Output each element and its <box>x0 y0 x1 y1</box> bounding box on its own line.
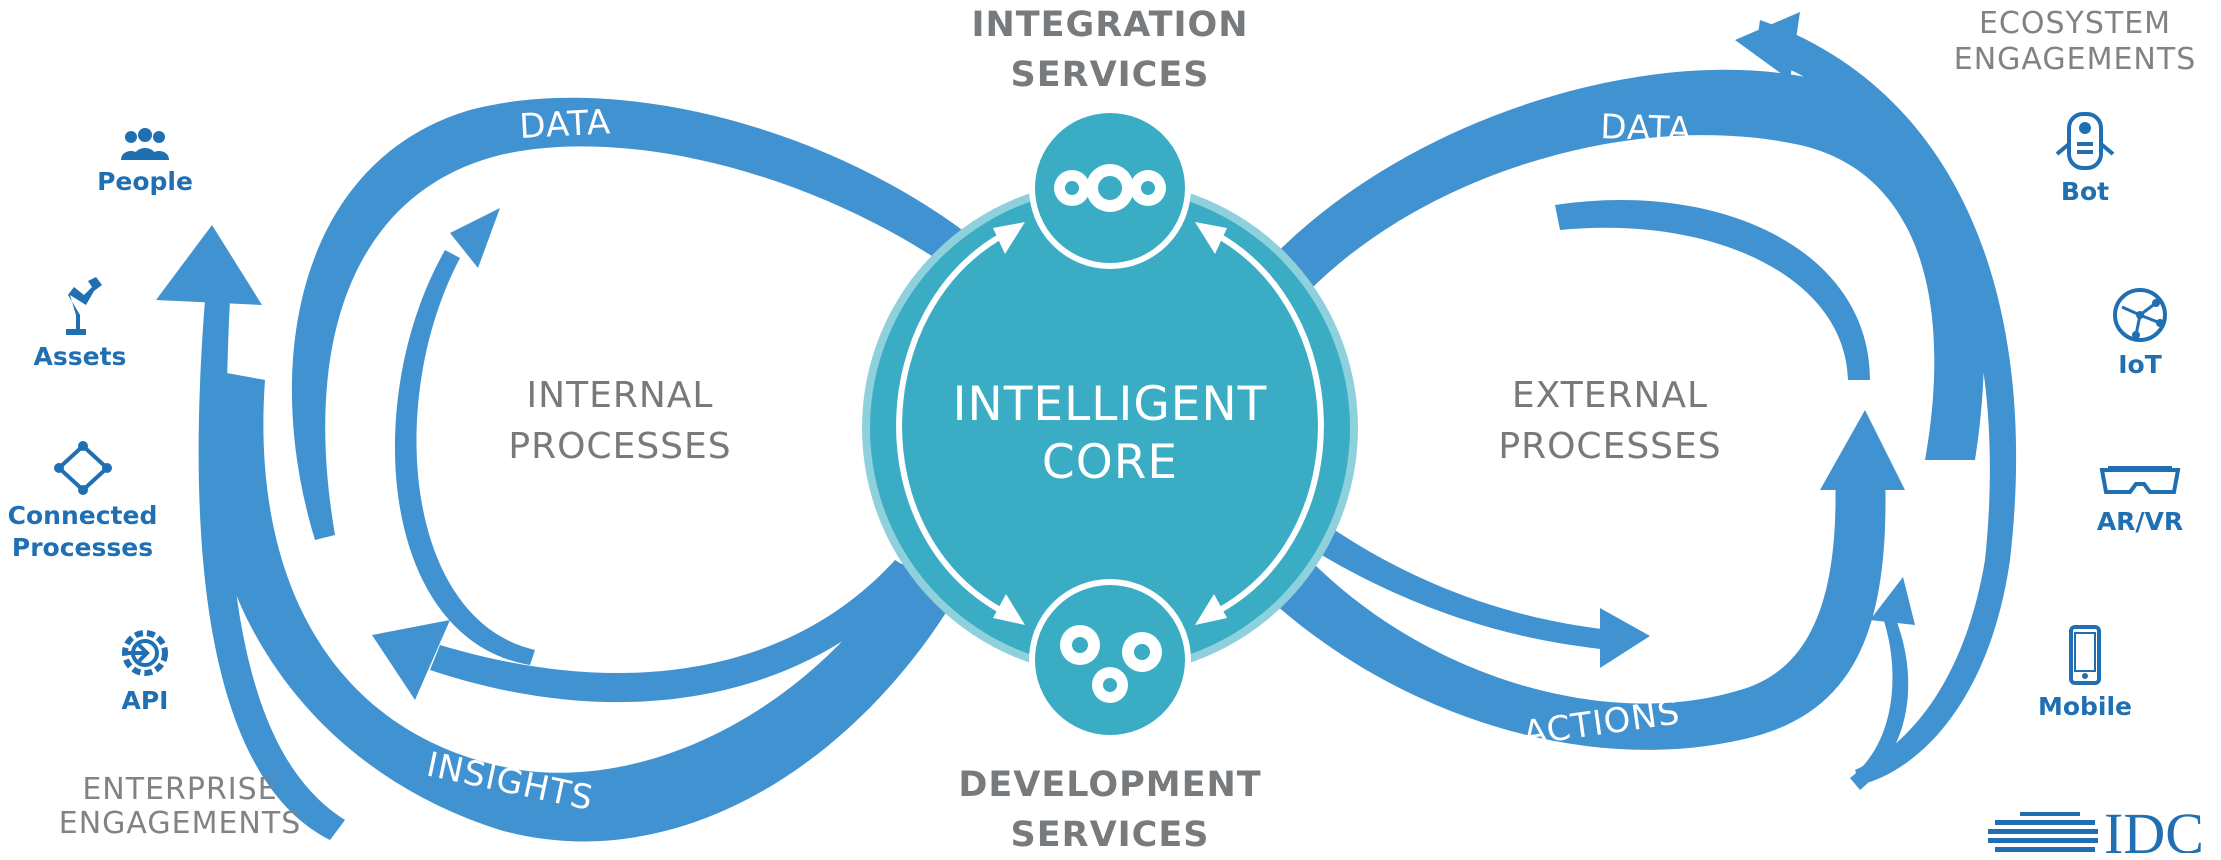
ecosystem-engagements-title: ECOSYSTEM ENGAGEMENTS <box>1940 6 2210 78</box>
external-line2: PROCESSES <box>1498 426 1722 467</box>
enterprise-item-api: API <box>90 625 200 717</box>
right-inner-arrow <box>1305 520 1610 650</box>
robot-arm-icon <box>66 277 102 335</box>
people-label: People <box>97 167 193 196</box>
development-gears-icon <box>1060 625 1162 703</box>
development-title-line1: DEVELOPMENT <box>958 765 1262 805</box>
core-left-arc-arrow <box>896 232 1005 613</box>
ecosystem-item-arvr: AR/VR <box>2085 462 2195 538</box>
right-outer-arrow <box>1755 20 2017 785</box>
integration-title-line1: INTEGRATION <box>971 5 1249 45</box>
right-actions-arrowhead <box>1820 410 1905 490</box>
connected-label: Connected <box>7 501 158 530</box>
enterprise-engagements-title: ENTERPRISE ENGAGEMENTS <box>50 773 310 841</box>
enterprise-title-line1: ENTERPRISE <box>82 772 278 807</box>
core-left-arc-arrowhead-bottom <box>993 594 1025 625</box>
processes-label: Processes <box>11 533 154 562</box>
intelligent-core-label: INTELLIGENT CORE <box>930 376 1290 492</box>
right-inner-arc <box>1555 199 1870 380</box>
api-gear-icon <box>122 630 168 676</box>
internal-line1: INTERNAL <box>526 375 714 416</box>
right-actions-band <box>1265 470 1886 750</box>
enterprise-item-assets: Assets <box>25 275 135 373</box>
external-line1: EXTERNAL <box>1511 375 1709 416</box>
integration-services-title: INTEGRATION SERVICES <box>960 0 1260 100</box>
development-services-title: DEVELOPMENT SERVICES <box>945 760 1275 860</box>
mobile-label: Mobile <box>2037 692 2133 721</box>
core-label-line1: INTELLIGENT <box>952 377 1268 432</box>
api-label: API <box>121 686 169 715</box>
left-outer-arrowhead <box>156 225 262 305</box>
core-label-line2: CORE <box>1041 435 1179 490</box>
iot-label: IoT <box>2118 350 2162 379</box>
arvr-label: AR/VR <box>2096 507 2184 536</box>
left-thin-arrowhead <box>450 208 500 268</box>
core-right-arc-arrow <box>1215 232 1324 613</box>
iot-globe-icon <box>2113 288 2167 342</box>
enterprise-item-connected-processes: Connected Processes <box>5 440 160 564</box>
core-right-arc-arrowhead-bottom <box>1195 594 1227 625</box>
left-thin-arrow <box>394 250 535 665</box>
core-circle <box>870 188 1350 668</box>
right-outer-arrowhead <box>1735 12 1800 80</box>
people-icon <box>121 128 169 160</box>
idc-logo-stripes <box>1988 812 2098 852</box>
core-right-arc-arrowhead-top <box>1195 222 1227 254</box>
internal-line2: PROCESSES <box>508 426 732 467</box>
ecosystem-item-mobile: Mobile <box>2030 625 2140 723</box>
bot-icon <box>2055 112 2115 170</box>
idc-logo-text: IDC <box>2104 801 2204 853</box>
integration-gears-icon <box>1054 164 1166 212</box>
connected-nodes-icon <box>53 441 112 495</box>
left-outer-arrow <box>198 300 345 840</box>
ecosystem-title-line1: ECOSYSTEM <box>1978 6 2172 41</box>
enterprise-title-line2: ENGAGEMENTS <box>58 806 302 841</box>
left-inner-arrow <box>430 560 920 703</box>
left-insights-band <box>204 370 960 842</box>
development-circle <box>1029 579 1191 741</box>
development-title-line2: SERVICES <box>1010 815 1210 855</box>
left-inner-arrowhead <box>372 620 450 700</box>
core-left-arc-arrowhead-top <box>993 222 1025 254</box>
vr-headset-icon <box>2099 466 2181 494</box>
enterprise-item-people: People <box>90 128 200 198</box>
internal-processes-label: INTERNAL PROCESSES <box>490 370 750 472</box>
right-lower-thin-arrow <box>1850 605 1909 790</box>
bot-label: Bot <box>2060 177 2110 206</box>
ecosystem-title-line2: ENGAGEMENTS <box>1953 42 2197 77</box>
external-processes-label: EXTERNAL PROCESSES <box>1480 370 1740 472</box>
right-lower-thin-arrowhead <box>1870 577 1915 625</box>
flow-label-left-data: DATA <box>518 102 612 147</box>
mobile-phone-icon <box>2069 625 2101 685</box>
right-inner-arrowhead <box>1600 608 1650 668</box>
ecosystem-item-bot: Bot <box>2030 110 2140 208</box>
integration-title-line2: SERVICES <box>1010 55 1210 95</box>
ecosystem-item-iot: IoT <box>2085 285 2195 381</box>
right-data-band <box>1265 69 1984 460</box>
assets-label: Assets <box>33 342 127 371</box>
flow-label-right-data: DATA <box>1600 107 1693 150</box>
